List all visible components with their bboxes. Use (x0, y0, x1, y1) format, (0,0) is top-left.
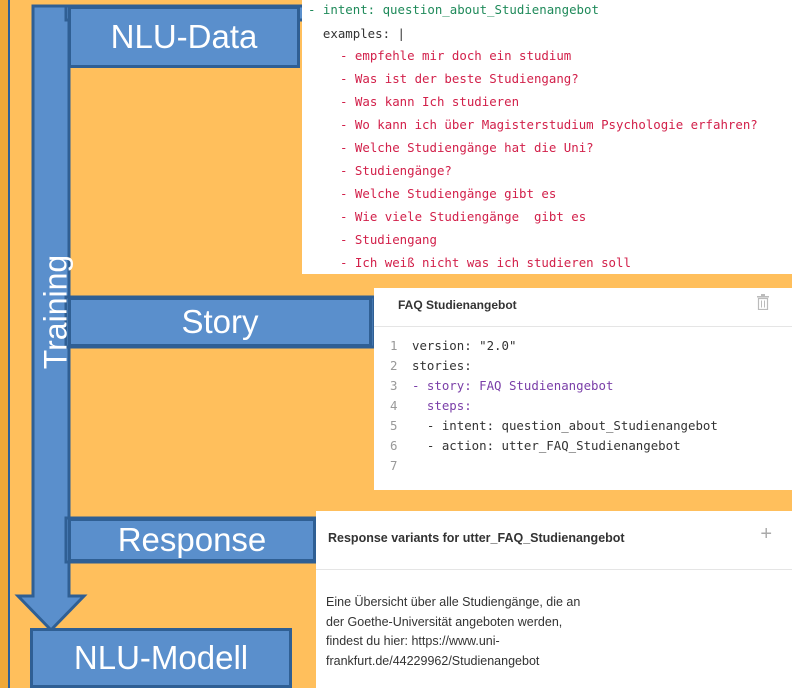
response-panel: Response variants for utter_FAQ_Studiena… (316, 511, 792, 688)
story-code-line: version: "2.0" (412, 338, 517, 353)
example-line: - empfehle mir doch ein studium (340, 48, 572, 63)
story-code-line: - action: utter_FAQ_Studienangebot (412, 438, 681, 453)
example-line: - Was ist der beste Studiengang? (340, 71, 579, 86)
story-box: Story (68, 297, 372, 347)
response-box: Response (68, 518, 316, 562)
example-line: - Welche Studiengänge hat die Uni? (340, 140, 594, 155)
response-text-line: Eine Übersicht über alle Studiengänge, d… (326, 595, 581, 609)
response-label: Response (117, 521, 267, 558)
example-line: - Studiengänge? (340, 163, 452, 178)
left-frame-border (0, 0, 10, 688)
example-line: - Was kann Ich studieren (340, 94, 520, 109)
story-panel: FAQ Studienangebot 1 version: "2.0" 2 stor… (374, 288, 792, 490)
nlu-data-box: NLU-Data (68, 6, 300, 68)
story-code-line: stories: (412, 358, 472, 373)
example-line: - Wo kann ich über Magisterstudium Psych… (340, 117, 758, 132)
example-line: - Welche Studiengänge gibt es (340, 186, 557, 201)
line-number: 5 (390, 418, 398, 433)
story-code-line: - intent: question_about_Studienangebot (412, 418, 718, 433)
trash-icon[interactable] (756, 294, 770, 310)
example-line: - Ich weiß nicht was ich studieren soll (340, 255, 631, 270)
intent-line: - intent: question_about_Studienangebot (308, 2, 599, 17)
response-title: Response variants for utter_FAQ_Studiena… (328, 531, 625, 545)
nlu-modell-label: NLU-Modell (73, 639, 249, 676)
add-variant-icon[interactable]: + (760, 523, 772, 545)
examples-line: examples: | (308, 26, 405, 41)
line-number: 6 (390, 438, 398, 453)
nlu-data-panel: - intent: question_about_Studienangebot … (302, 0, 792, 274)
story-panel-header: FAQ Studienangebot (374, 288, 792, 327)
response-text: Eine Übersicht über alle Studiengänge, d… (326, 593, 666, 671)
training-label: Training (37, 254, 74, 370)
response-text-line: findest du hier: https://www.uni- (326, 634, 500, 648)
example-line: - Studiengang (340, 232, 437, 247)
line-number: 7 (390, 458, 398, 473)
response-divider (316, 569, 792, 570)
line-number: 2 (390, 358, 398, 373)
training-arrow (14, 4, 88, 633)
response-text-line: der Goethe-Universität angeboten werden, (326, 614, 563, 629)
story-code-line: - story: FAQ Studienangebot (412, 378, 614, 393)
nlu-modell-box: NLU-Modell (30, 628, 292, 688)
line-number: 4 (390, 398, 398, 413)
story-title: FAQ Studienangebot (398, 298, 517, 312)
story-code-line: steps: (412, 398, 472, 413)
example-line: - Wie viele Studiengänge gibt es (340, 209, 587, 224)
story-label: Story (181, 303, 259, 340)
response-text-line: frankfurt.de/44229962/Studienangebot (326, 653, 540, 668)
nlu-data-label: NLU-Data (110, 18, 258, 55)
line-number: 1 (390, 338, 398, 353)
line-number: 3 (390, 378, 398, 393)
